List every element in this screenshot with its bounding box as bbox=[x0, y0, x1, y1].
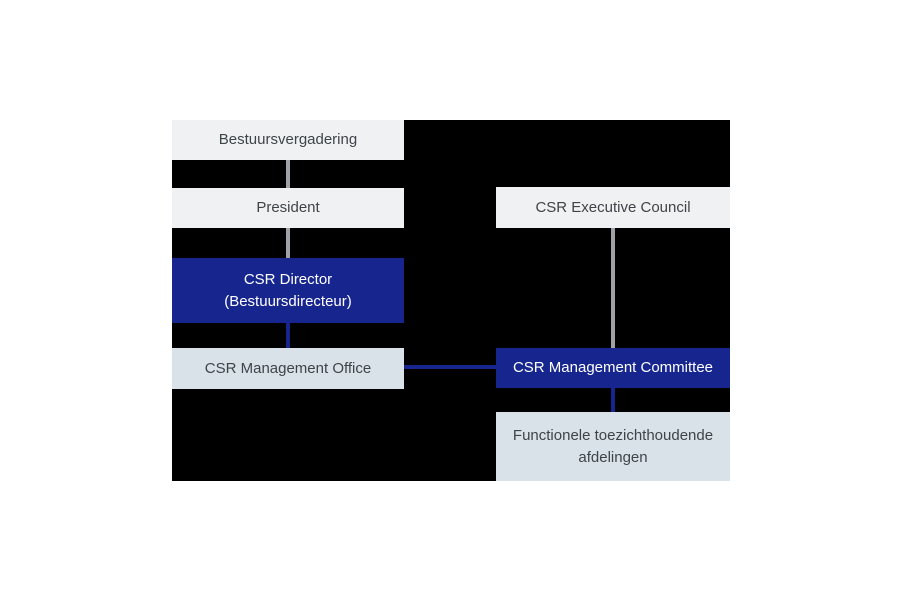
node-csr-executive-council: CSR Executive Council bbox=[496, 187, 730, 228]
org-chart-canvas: Bestuursvergadering President CSR Direct… bbox=[172, 120, 730, 481]
connector-executive-council-management-committee bbox=[611, 228, 615, 348]
node-csr-management-office: CSR Management Office bbox=[172, 348, 404, 389]
connector-management-office-management-committee bbox=[404, 365, 496, 369]
node-csr-management-office-label: CSR Management Office bbox=[204, 359, 372, 377]
connector-bestuursvergadering-president bbox=[286, 160, 290, 188]
node-csr-director-label-line2: (Bestuursdirecteur) bbox=[224, 292, 352, 310]
node-bestuursvergadering-label: Bestuursvergadering bbox=[218, 131, 358, 148]
node-president: President bbox=[172, 188, 404, 228]
node-functional-departments-label-line1: Functionele toezichthoudende bbox=[512, 426, 714, 444]
node-csr-management-committee-label: CSR Management Committee bbox=[512, 359, 714, 376]
node-functional-departments-label-line2: afdelingen bbox=[578, 448, 648, 466]
node-csr-director: CSR Director (Bestuursdirecteur) bbox=[172, 258, 404, 323]
node-bestuursvergadering: Bestuursvergadering bbox=[172, 120, 404, 160]
node-csr-management-committee: CSR Management Committee bbox=[496, 348, 730, 388]
connector-csr-director-management-office bbox=[286, 323, 290, 348]
node-csr-director-label-line1: CSR Director bbox=[243, 270, 333, 288]
node-president-label: President bbox=[256, 199, 320, 216]
node-csr-executive-council-label: CSR Executive Council bbox=[535, 198, 691, 216]
connector-management-committee-functional-departments bbox=[611, 388, 615, 412]
node-functional-departments: Functionele toezichthoudende afdelingen bbox=[496, 412, 730, 481]
connector-president-csr-director bbox=[286, 228, 290, 258]
